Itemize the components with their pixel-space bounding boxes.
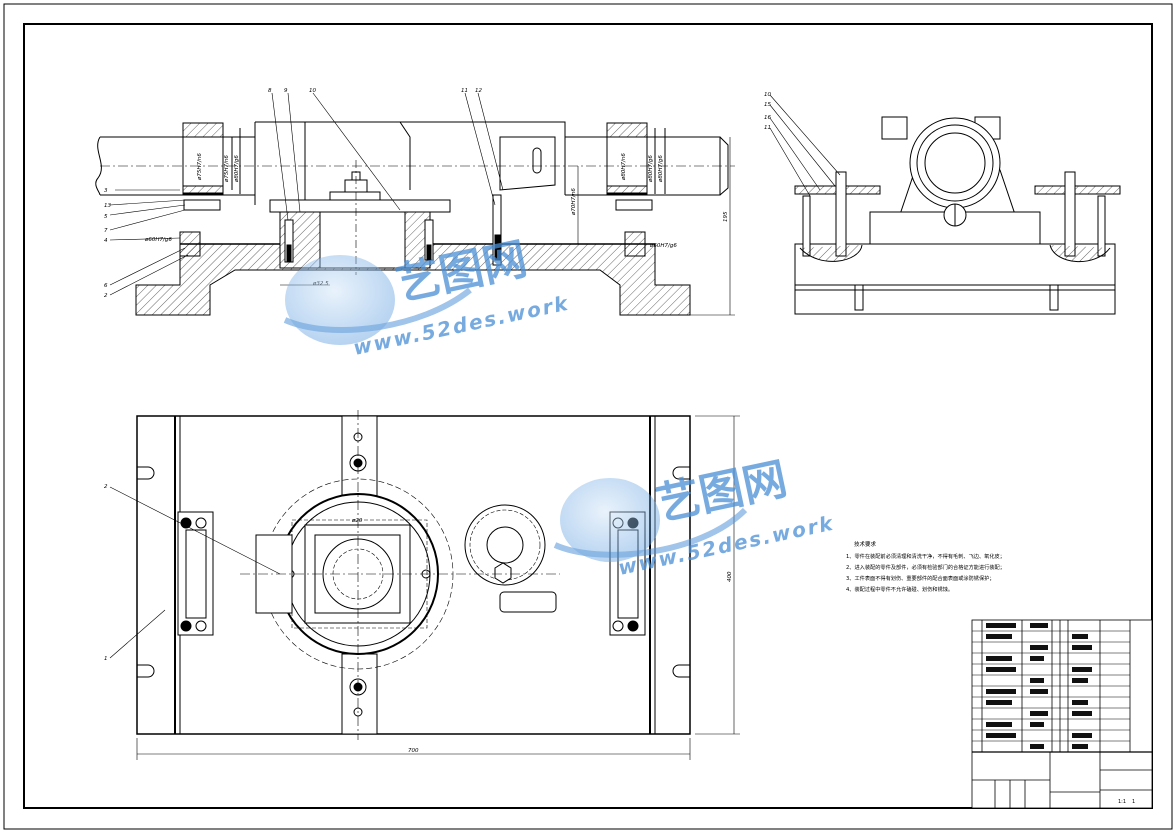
title-block-cell-fill bbox=[1030, 656, 1044, 661]
part-number: 12 bbox=[475, 88, 482, 94]
front-view-labels: 8 9 10 11 12 13 5 7 4 6 2 3 ø60H7/g6 ø60… bbox=[104, 88, 729, 299]
fit-label: ø80H7/g6 bbox=[234, 155, 240, 183]
title-block-cell-fill bbox=[1072, 733, 1092, 738]
title-block-cell-fill bbox=[986, 667, 1016, 672]
width-dimension: 700 bbox=[408, 748, 419, 754]
title-block-text: 1:1 1 bbox=[1118, 799, 1135, 805]
part-number: 1 bbox=[104, 656, 108, 662]
title-block-cell-fill bbox=[986, 700, 1012, 705]
technical-requirements: 技术要求 1、零件在装配前必须清理和清洗干净，不得有毛刺、飞边、氧化皮； 2、进… bbox=[846, 540, 1086, 596]
title-block-cell-fill bbox=[986, 722, 1012, 727]
fit-label: ø80H7/g6 bbox=[648, 155, 654, 183]
title-block-cell-fill bbox=[1030, 689, 1048, 694]
drawing-border bbox=[23, 23, 1153, 809]
depth-dimension: 400 bbox=[727, 571, 733, 582]
part-number: 15 bbox=[764, 102, 771, 108]
title-block-cell-fill bbox=[1072, 645, 1092, 650]
part-number: 3 bbox=[104, 188, 108, 194]
fit-label: ø60H7/g6 bbox=[649, 243, 677, 249]
title-block-cell-fill bbox=[1030, 678, 1044, 683]
part-number: 9 bbox=[284, 88, 288, 94]
title-block-cell-fill bbox=[1072, 678, 1088, 683]
part-number: 16 bbox=[764, 115, 771, 121]
title-block-cell-fill bbox=[1030, 645, 1048, 650]
part-number: 10 bbox=[309, 88, 316, 94]
height-dimension: 195 bbox=[723, 211, 729, 222]
part-number: 2 bbox=[104, 484, 108, 490]
hole-label: ø20 bbox=[351, 518, 363, 524]
fit-label: ø80H7/g6 bbox=[658, 155, 664, 183]
tech-req-item: 3、工件表面不得有划伤、重要部件的配合面表面或涂防锈保护； bbox=[846, 576, 995, 582]
title-block-cell-fill bbox=[1030, 722, 1044, 727]
side-view-labels: 10 15 16 11 bbox=[764, 92, 771, 131]
fit-label: ø60H7/g6 bbox=[144, 237, 172, 243]
fit-label: ø80H7/n6 bbox=[621, 153, 627, 181]
title-block-cell-fill bbox=[1030, 744, 1044, 749]
title-block-rows bbox=[972, 623, 1130, 753]
title-block-cell-fill bbox=[1072, 700, 1088, 705]
tech-req-item: 2、进入装配的零件及部件，必须有检验部门的合格证方能进行装配； bbox=[846, 565, 1005, 571]
title-block bbox=[971, 619, 1153, 809]
part-number: 4 bbox=[104, 238, 108, 244]
fit-label: ø75H7/n6 bbox=[224, 155, 230, 183]
top-view bbox=[109, 410, 740, 760]
fit-label: ø75H7/n6 bbox=[197, 153, 203, 181]
title-block-cell-fill bbox=[1072, 711, 1092, 716]
title-block-cell-fill bbox=[986, 656, 1012, 661]
title-block-cell-fill bbox=[986, 733, 1016, 738]
tech-req-item: 1、零件在装配前必须清理和清洗干净，不得有毛刺、飞边、氧化皮； bbox=[846, 554, 1005, 560]
title-block-cell-fill bbox=[986, 623, 1016, 628]
scale-ratio: 1:1 bbox=[1118, 799, 1126, 805]
part-number: 5 bbox=[104, 214, 108, 220]
fit-label: ø70H7/n6 bbox=[571, 188, 577, 216]
part-number: 7 bbox=[104, 228, 108, 234]
title-block-cell-fill bbox=[1072, 634, 1088, 639]
part-number: 8 bbox=[268, 88, 272, 94]
tech-req-item: 4、装配过程中零件不允许磕碰、划伤和锈蚀。 bbox=[846, 587, 954, 593]
title-block-cell-fill bbox=[1030, 623, 1048, 628]
part-number: 10 bbox=[764, 92, 771, 98]
part-number: 13 bbox=[104, 203, 111, 209]
sheet-number: 1 bbox=[1132, 799, 1135, 805]
title-block-cell-fill bbox=[1072, 744, 1088, 749]
part-number: 6 bbox=[104, 283, 108, 289]
front-view bbox=[95, 92, 735, 316]
part-number: 2 bbox=[104, 293, 108, 299]
top-view-labels: 2 1 700 400 ø20 bbox=[104, 484, 733, 754]
part-number: 11 bbox=[461, 88, 468, 94]
side-view bbox=[769, 94, 1121, 315]
title-block-cell-fill bbox=[1030, 711, 1048, 716]
title-block-cell-fill bbox=[986, 634, 1012, 639]
title-block-cell-fill bbox=[1072, 667, 1092, 672]
part-number: 11 bbox=[764, 125, 771, 131]
tech-req-title: 技术要求 bbox=[854, 542, 877, 548]
title-block-cell-fill bbox=[986, 689, 1016, 694]
